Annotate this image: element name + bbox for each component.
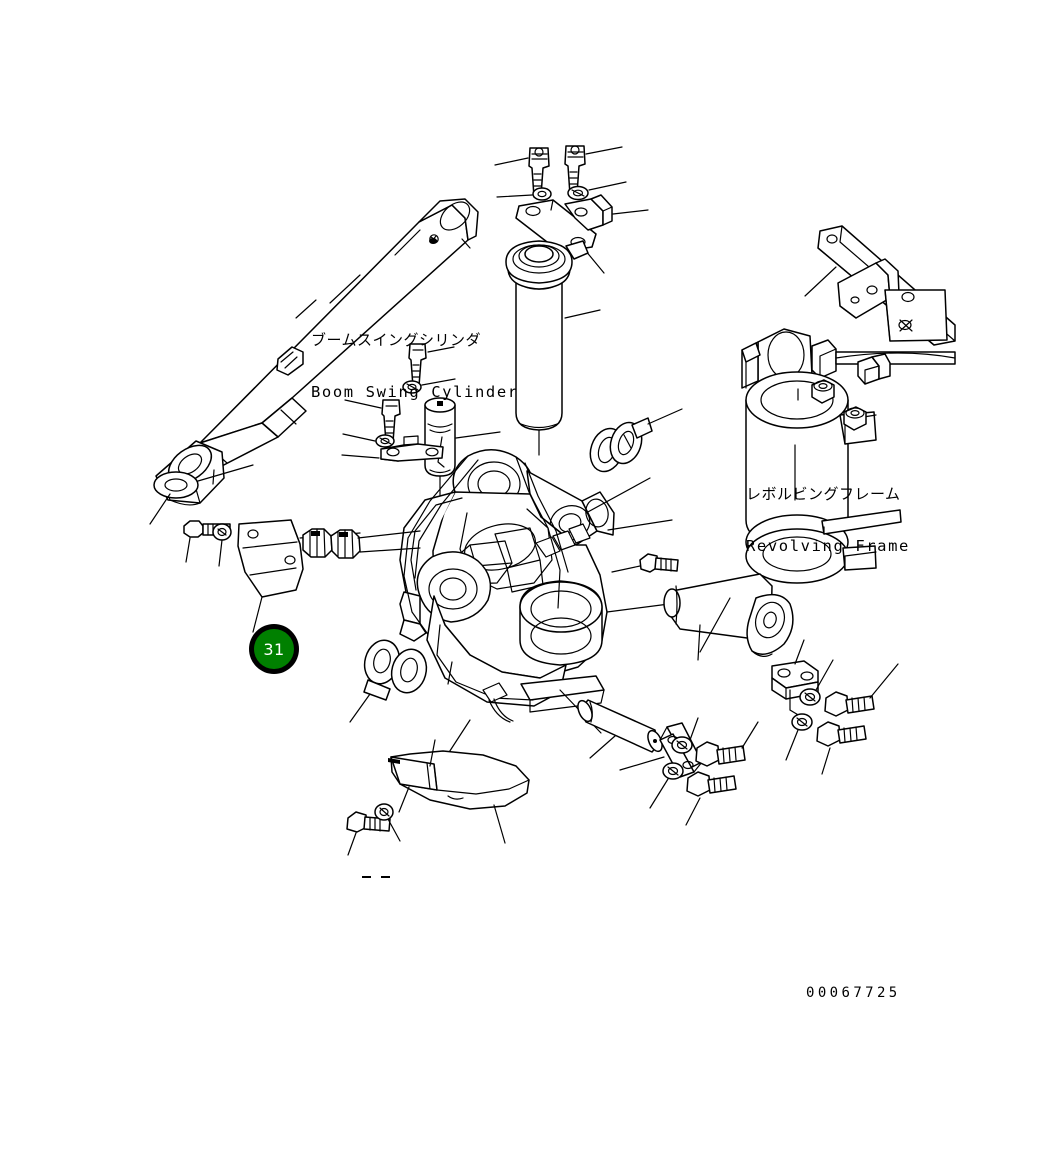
- part-stopper-block-top: [564, 194, 613, 231]
- part-washer-top-1: [532, 187, 552, 201]
- part-cover-guard-plate: [388, 750, 530, 810]
- part-hex-bolt-right-1: [824, 691, 875, 717]
- part-bushing-pair-center: [589, 417, 653, 473]
- part-washer-right-2: [791, 713, 813, 731]
- part-pin-right-upper: [663, 573, 794, 657]
- part-swing-pin-upper: [505, 240, 589, 431]
- part-washer-center-2: [375, 434, 395, 448]
- part-boom-swing-cylinder: [155, 198, 479, 506]
- part-washer-guard-plate-ring: [212, 523, 232, 541]
- part-swing-bracket: [399, 449, 615, 723]
- part-hose-clamp-stack: [302, 528, 361, 559]
- part-washer-lower-2: [662, 762, 684, 780]
- part-washer-bottom: [374, 803, 394, 821]
- part-shim-pair-lower: [363, 639, 428, 701]
- label-revolving-frame-en: Revolving Frame: [746, 537, 910, 556]
- label-revolving-frame-jp: レボルビングフレーム: [746, 484, 901, 503]
- part-bolt-pin-right-top: [639, 553, 679, 573]
- part-hex-bolt-lower-2: [686, 771, 737, 797]
- label-boom-swing-cylinder: ブームスイングシリンダ Boom Swing Cylinder: [311, 296, 519, 438]
- label-boom-swing-cylinder-en: Boom Swing Cylinder: [311, 383, 519, 402]
- callout-disc: [254, 629, 294, 669]
- part-washer-top-2: [567, 185, 589, 201]
- part-revolving-frame: [741, 225, 956, 584]
- drawing-number: 00067725: [806, 985, 901, 1001]
- part-hex-bolt-lower-1: [695, 741, 746, 767]
- callout-number: 31: [263, 639, 285, 659]
- stray-dash-right: [381, 876, 390, 878]
- part-pin-lower-center: [577, 699, 663, 753]
- part-hex-bolt-right-2: [816, 721, 867, 747]
- part-washer-right-1: [799, 688, 821, 706]
- stray-dash-left: [362, 876, 371, 878]
- part-retainer-plate-center: [380, 435, 444, 462]
- part-washer-center-1: [402, 380, 422, 394]
- part-shim-washer-left: [153, 471, 199, 499]
- part-bracket-guard-plate: [237, 519, 304, 598]
- callout-badge-31[interactable]: 31: [249, 624, 299, 674]
- part-washer-lower-1: [671, 736, 693, 754]
- label-revolving-frame: レボルビングフレーム Revolving Frame: [746, 450, 910, 592]
- label-boom-swing-cylinder-jp: ブームスイングシリンダ: [311, 330, 482, 349]
